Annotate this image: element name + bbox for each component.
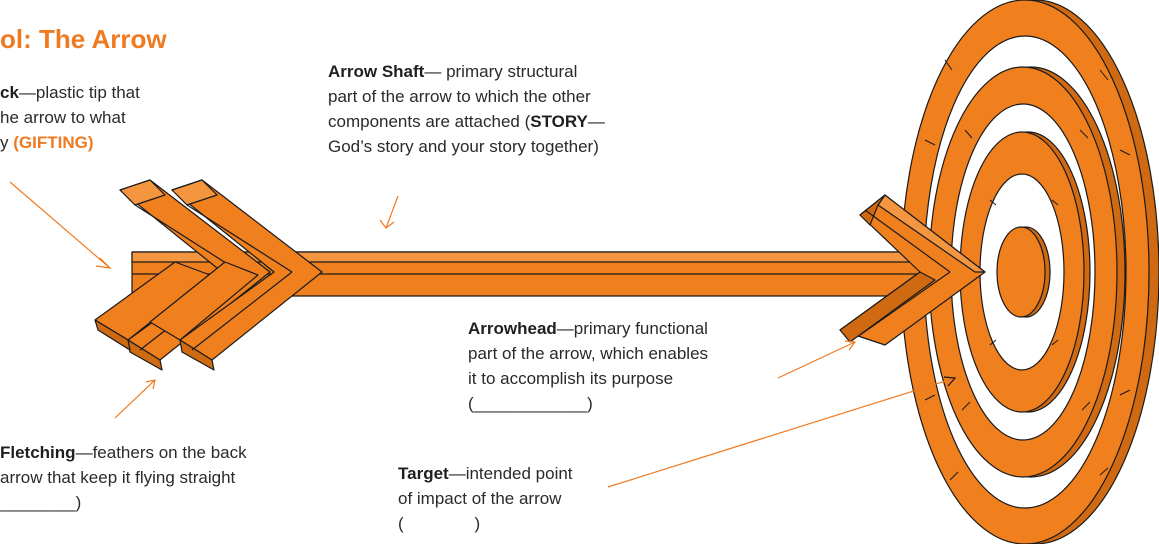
story-term: STORY [530,112,588,131]
arrowhead-label: Arrowhead—primary functional part of the… [468,316,708,416]
arrowhead-blank: (____________) [468,394,593,413]
arrowhead-term: Arrowhead [468,319,557,338]
target-label: Target—intended point of impact of the a… [398,461,573,536]
shaft-term: Arrow Shaft [328,62,425,81]
target-blank: ( ) [398,514,481,533]
fletching-pointer [114,379,156,419]
fletching-term: Fletching [0,443,76,462]
arrowhead [839,194,986,346]
fletching [94,179,323,371]
gifting-accent: (GIFTING) [13,133,94,152]
nock-pointer [9,181,111,269]
target-term: Target [398,464,449,483]
shaft-pointer [385,195,399,229]
nock-label: ck—plastic tip that he arrow to what y (… [0,83,140,152]
pointer-lines [9,181,957,488]
nock-term: ck [0,83,19,102]
shaft-label: Arrow Shaft— primary structural part of … [328,62,605,156]
page-title: ol: The Arrow [0,24,167,54]
arrowhead-pointer [777,341,856,379]
target [900,0,1159,544]
fletching-blank: ________) [0,493,82,512]
fletching-label: Fletching—feathers on the back arrow tha… [0,440,247,515]
arrow [94,179,986,371]
target-pointer [607,377,956,488]
